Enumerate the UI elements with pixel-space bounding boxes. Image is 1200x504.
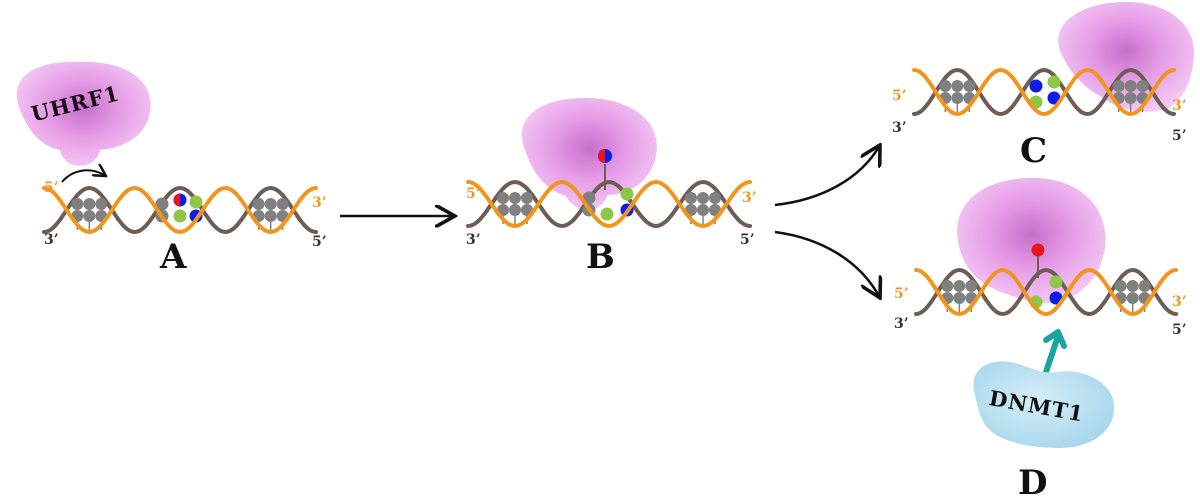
end-top-right: 3’: [742, 190, 757, 206]
transition-arrows: [340, 145, 880, 298]
end-bottom-right: 5’: [1172, 322, 1187, 338]
end-top-right: 3’: [1172, 98, 1187, 114]
base-pair: [264, 198, 277, 210]
panel-b: 5’ 3’ 3’ 5’ B: [466, 98, 757, 277]
base-pair: [1112, 80, 1125, 92]
base-pair: [1126, 280, 1139, 292]
binding-arrow: [61, 170, 106, 183]
end-bottom-right: 5’: [740, 232, 755, 248]
end-bottom-left: 3’: [466, 232, 481, 248]
base-pair: [521, 192, 533, 204]
base-pair: [509, 204, 521, 216]
base-pair: [965, 280, 978, 292]
base-pair: [963, 80, 976, 92]
arrow-b-to-c: [774, 145, 880, 207]
base-green: [620, 187, 634, 201]
dnmt1-arrow: [1043, 329, 1067, 375]
end-bottom-right: 5’: [1172, 128, 1187, 144]
base-pair: [939, 80, 952, 92]
strand-top: [42, 185, 318, 235]
end-bottom-right: 5’: [312, 234, 327, 250]
strand-bottom: [466, 179, 752, 229]
arrow-b-to-d: [774, 230, 880, 298]
strand-bottom: [912, 67, 1176, 117]
strand-bottom: [42, 185, 318, 235]
base-green: [189, 195, 203, 209]
base-green: [1049, 275, 1063, 289]
base-green: [173, 209, 187, 223]
methyl-group: [173, 193, 180, 207]
end-top-left: 5’: [44, 180, 59, 196]
end-bottom-left: 3’: [44, 232, 59, 248]
base-pair: [941, 280, 954, 292]
end-top-right: 3’: [312, 195, 327, 211]
strand-top: [466, 179, 752, 229]
panel-label-b: B: [586, 237, 615, 277]
dna-helix-d: [914, 243, 1178, 317]
panel-label-c: C: [1020, 131, 1047, 171]
panel-label-a: A: [159, 237, 187, 277]
base-pair: [155, 197, 169, 211]
base-pair: [71, 198, 84, 210]
base-pair: [95, 198, 108, 210]
base-pair: [252, 198, 265, 210]
base-pair: [951, 80, 964, 92]
base-pair: [1138, 280, 1151, 292]
methyl-group: [1031, 243, 1045, 257]
base-pair: [953, 280, 966, 292]
base-blue: [1047, 91, 1061, 105]
base-pair: [697, 204, 709, 216]
base-pair: [951, 92, 964, 104]
panel-label-d: D: [1018, 463, 1047, 503]
base-blue: [1029, 79, 1043, 93]
dnmt1-protein: DNMT1: [973, 361, 1115, 448]
base-pair: [276, 198, 289, 210]
end-top-left: 5’: [894, 286, 909, 302]
base-pair: [1136, 80, 1149, 92]
base-pair: [709, 192, 721, 204]
dna-helix-a: [42, 185, 318, 235]
end-bottom-left: 3’: [892, 120, 907, 136]
base-pair: [1124, 92, 1137, 104]
end-top-left: 5’: [466, 186, 481, 202]
base-pair: [83, 198, 96, 210]
base-pair: [509, 192, 521, 204]
base-pair: [497, 192, 509, 204]
base-pair: [1124, 80, 1137, 92]
panel-a: UHRF1 5’ 3’ 3’ 5’ A: [16, 61, 327, 277]
uhrf1-protein: UHRF1: [16, 61, 151, 166]
strand-top: [914, 267, 1178, 317]
strand-bottom: [914, 267, 1178, 317]
panel-c: 5’ 3’ 3’ 5’ C: [892, 1, 1195, 171]
base-pair: [83, 210, 96, 222]
methyl-group: [598, 149, 605, 163]
base-pair: [685, 192, 697, 204]
uhrf1-protein-c: [1058, 1, 1195, 112]
base-pair: [1126, 292, 1139, 304]
base-green: [600, 207, 614, 221]
base-pair: [1114, 280, 1127, 292]
dna-helix-c: [912, 67, 1176, 117]
end-bottom-left: 3’: [894, 316, 909, 332]
base-blue: [1049, 291, 1063, 305]
end-top-left: 5’: [892, 88, 907, 104]
base-pair: [697, 192, 709, 204]
base-pair: [953, 292, 966, 304]
base-pair: [264, 210, 277, 222]
strand-top: [912, 67, 1176, 117]
base-green: [1047, 75, 1061, 89]
dna-helix-b: [466, 149, 752, 229]
panel-d: 5’ 3’ 3’ 5’ DNMT1 D: [894, 177, 1187, 503]
end-top-right: 3’: [1172, 294, 1187, 310]
